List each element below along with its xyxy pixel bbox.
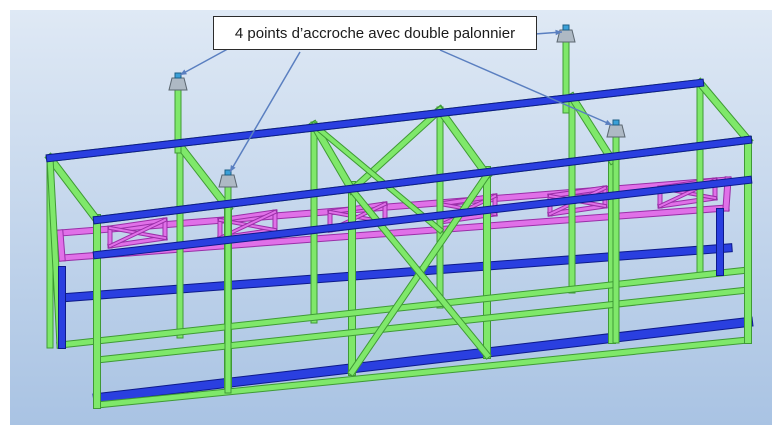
green-beam: [311, 122, 443, 233]
blue-rail: [93, 317, 753, 403]
green-beam: [94, 287, 751, 363]
arrow-head: [605, 119, 612, 125]
arrow-head: [180, 69, 187, 75]
magenta-beam: [108, 218, 167, 230]
green-beam: [45, 153, 102, 225]
blue-rail: [46, 79, 704, 162]
blue-rail: [93, 176, 752, 259]
green-beam: [57, 267, 751, 348]
lifting-points: [168, 24, 626, 188]
green-beam: [94, 337, 751, 408]
magenta-beam: [108, 218, 167, 248]
front-rails: [45, 78, 753, 349]
magenta-beam: [658, 196, 717, 208]
green-beam: [348, 186, 491, 359]
magenta-beam: [548, 204, 607, 216]
magenta-beam: [108, 236, 167, 248]
callout-arrow: [179, 44, 236, 76]
magenta-beam: [548, 186, 607, 198]
lifting-point-icon: [218, 169, 238, 188]
arrow-head: [230, 165, 236, 172]
magenta-beam: [57, 230, 65, 261]
callout-arrow: [439, 49, 613, 126]
lifting-point-icon: [556, 24, 576, 43]
callout-arrows: [179, 29, 613, 173]
callout-label: 4 points d’accroche avec double palonnie…: [213, 16, 537, 50]
green-beam: [567, 92, 617, 165]
green-beam: [695, 78, 753, 145]
green-beam: [175, 141, 233, 213]
lifting-point-icon: [606, 119, 626, 138]
green-beam: [348, 106, 444, 194]
outer-frame: [44, 36, 754, 409]
green-beam: [435, 105, 492, 180]
magenta-beam: [328, 202, 387, 214]
blue-rail: [93, 136, 752, 224]
green-beam: [309, 120, 357, 195]
callout-arrow: [229, 51, 301, 173]
arrow-head: [555, 29, 562, 36]
lifting-point-icon: [168, 72, 188, 91]
